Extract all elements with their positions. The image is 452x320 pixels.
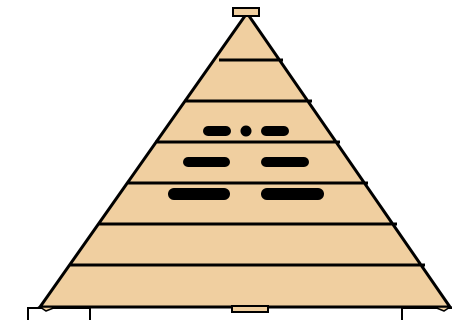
apex-block <box>233 8 259 16</box>
dash-mark <box>261 126 289 136</box>
dash-mark <box>203 126 231 136</box>
marks-row-3 <box>203 126 289 137</box>
dash-mark <box>183 157 230 167</box>
pyramid-body <box>40 13 450 307</box>
dot-mark <box>241 126 252 137</box>
dash-mark <box>261 157 309 167</box>
long-dash-mark <box>168 188 230 200</box>
base-block-left <box>28 308 90 320</box>
base-block-center <box>232 306 268 312</box>
long-dash-mark <box>261 188 324 200</box>
